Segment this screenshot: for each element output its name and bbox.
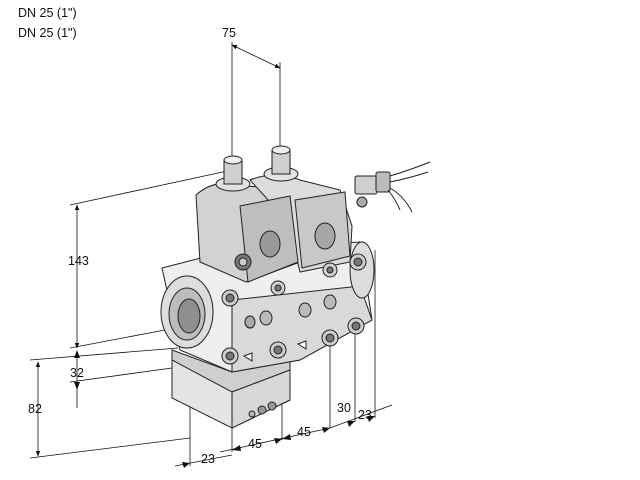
dim-30: 30 — [337, 401, 351, 415]
plug-connector — [354, 161, 431, 213]
dim-82: 82 — [28, 402, 42, 416]
size-label-1: DN 25 (1") — [18, 6, 77, 20]
dim-45-b: 45 — [297, 425, 311, 439]
dim-23-right: 23 — [358, 408, 372, 422]
dim-45-a: 45 — [248, 437, 262, 451]
dim-23-front: 23 — [201, 452, 215, 466]
valve-body — [160, 145, 375, 429]
size-label-2: DN 25 (1") — [18, 26, 77, 40]
dim-75: 75 — [222, 26, 236, 40]
dim-143: 143 — [68, 254, 89, 268]
dim-32: 32 — [70, 366, 84, 380]
